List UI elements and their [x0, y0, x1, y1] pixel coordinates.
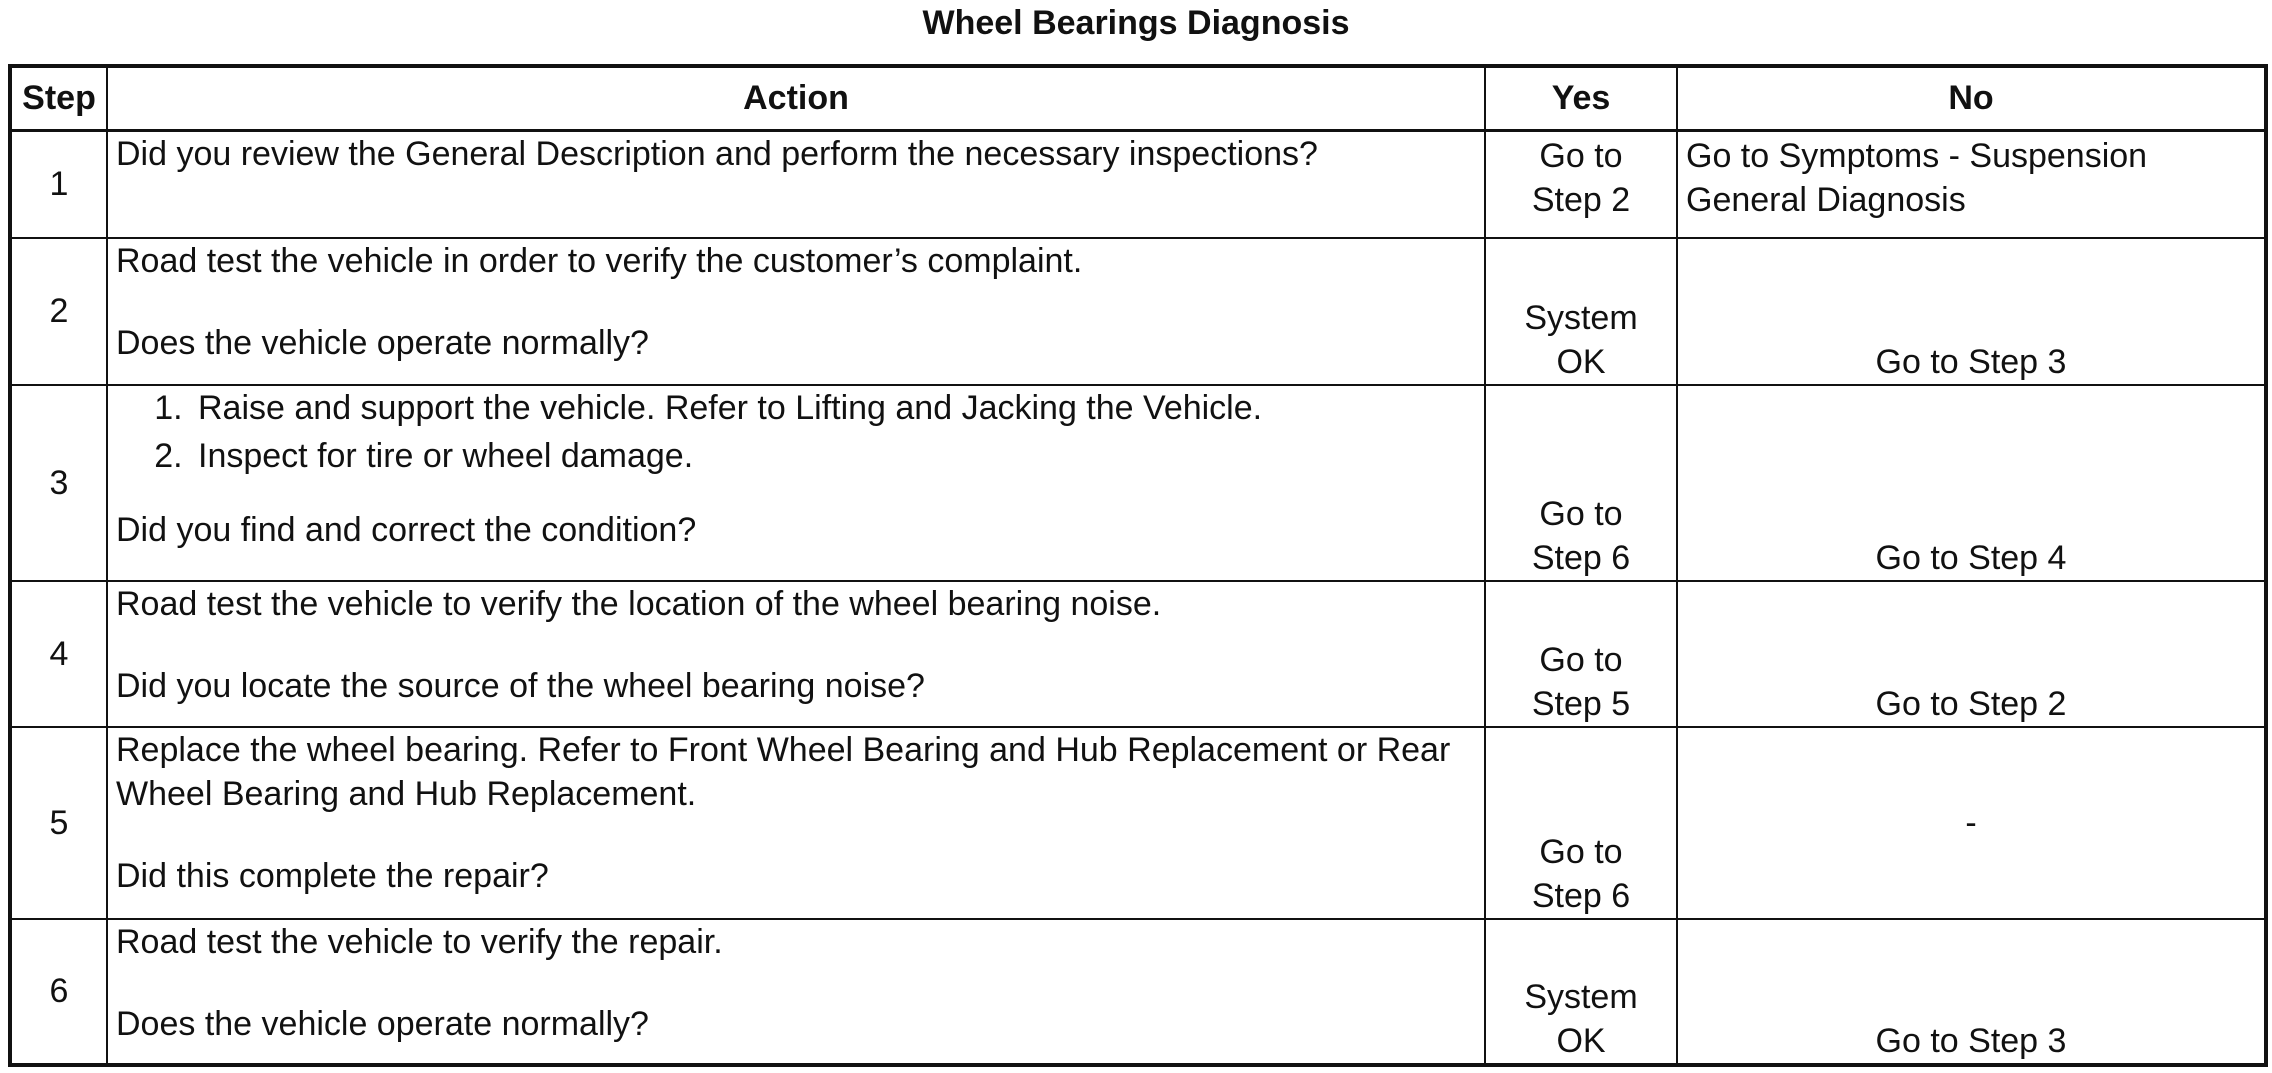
- yes-line: Go to: [1539, 832, 1623, 871]
- action-cell: Replace the wheel bearing. Refer to Fron…: [106, 726, 1486, 920]
- no-cell: Go to Step 2: [1676, 579, 2267, 729]
- header-action: Action: [106, 65, 1486, 132]
- yes-cell: Go to Step 6: [1484, 726, 1678, 920]
- no-cell: Go to Step 3: [1676, 237, 2267, 386]
- table-row: 6 Road test the vehicle to verify the re…: [9, 917, 2267, 1067]
- step-number: 1: [9, 128, 108, 240]
- yes-line: System: [1524, 978, 1638, 1016]
- no-cell: Go to Step 4: [1676, 383, 2267, 582]
- header-yes: Yes: [1484, 65, 1678, 132]
- yes-cell: Go to Step 6: [1484, 383, 1678, 582]
- diagnosis-table: Step Action Yes No 1 Did you review the …: [8, 64, 2268, 1067]
- action-cell: Did you review the General Description a…: [106, 128, 1486, 240]
- header-step: Step: [9, 65, 108, 132]
- action-text: Replace the wheel bearing. Refer to Fron…: [116, 731, 1451, 814]
- table-header-row: Step Action Yes No: [9, 65, 2267, 132]
- yes-line: System: [1524, 298, 1638, 337]
- step-number: 3: [9, 383, 108, 582]
- action-text: Road test the vehicle to verify the loca…: [116, 584, 1162, 623]
- yes-line: Step 6: [1531, 876, 1631, 915]
- table-row: 2 Road test the vehicle in order to veri…: [9, 237, 2267, 386]
- action-text: Road test the vehicle in order to verify…: [116, 242, 1083, 281]
- yes-line: OK: [1556, 342, 1606, 381]
- page-title: Wheel Bearings Diagnosis: [922, 4, 1350, 42]
- yes-line: Step 2: [1531, 180, 1631, 219]
- action-question: Did you find and correct the condition?: [116, 510, 697, 549]
- action-question: Did you locate the source of the wheel b…: [116, 666, 925, 705]
- table-row: 5 Replace the wheel bearing. Refer to Fr…: [9, 726, 2267, 920]
- table-row: 3 Raise and support the vehicle. Refer t…: [9, 383, 2267, 582]
- action-question: Does the vehicle operate normally?: [116, 1004, 649, 1043]
- yes-line: OK: [1556, 1022, 1606, 1060]
- action-steps-list: Raise and support the vehicle. Refer to …: [116, 386, 1476, 478]
- list-item: Raise and support the vehicle. Refer to …: [192, 386, 1476, 430]
- action-question: Did this complete the repair?: [116, 857, 549, 896]
- step-number: 2: [9, 237, 108, 386]
- step-number: 6: [9, 917, 108, 1067]
- list-item: Inspect for tire or wheel damage.: [192, 434, 1476, 478]
- action-cell: Road test the vehicle to verify the loca…: [106, 579, 1486, 729]
- yes-line: Step 6: [1531, 538, 1631, 577]
- table-row: 4 Road test the vehicle to verify the lo…: [9, 579, 2267, 729]
- header-no: No: [1676, 65, 2267, 132]
- table-row: 1 Did you review the General Description…: [9, 128, 2267, 240]
- no-cell: -: [1676, 726, 2267, 920]
- step-number: 4: [9, 579, 108, 729]
- no-cell: Go to Step 3: [1676, 917, 2267, 1067]
- action-cell: Road test the vehicle to verify the repa…: [106, 917, 1486, 1067]
- yes-cell: Go to Step 5: [1484, 579, 1678, 729]
- yes-cell: Go to Step 2: [1484, 128, 1678, 240]
- action-text: Road test the vehicle to verify the repa…: [116, 922, 723, 961]
- no-cell: Go to Symptoms - Suspension General Diag…: [1676, 128, 2267, 240]
- yes-line: Step 5: [1531, 685, 1631, 724]
- yes-line: Go to: [1539, 494, 1623, 533]
- action-cell: Raise and support the vehicle. Refer to …: [106, 383, 1486, 582]
- yes-cell: System OK: [1484, 917, 1678, 1067]
- yes-cell: System OK: [1484, 237, 1678, 386]
- action-cell: Road test the vehicle in order to verify…: [106, 237, 1486, 386]
- action-question: Does the vehicle operate normally?: [116, 324, 649, 363]
- yes-line: Go to: [1539, 641, 1623, 680]
- action-text: Did you review the General Description a…: [116, 134, 1318, 173]
- step-number: 5: [9, 726, 108, 920]
- yes-line: Go to: [1539, 136, 1623, 175]
